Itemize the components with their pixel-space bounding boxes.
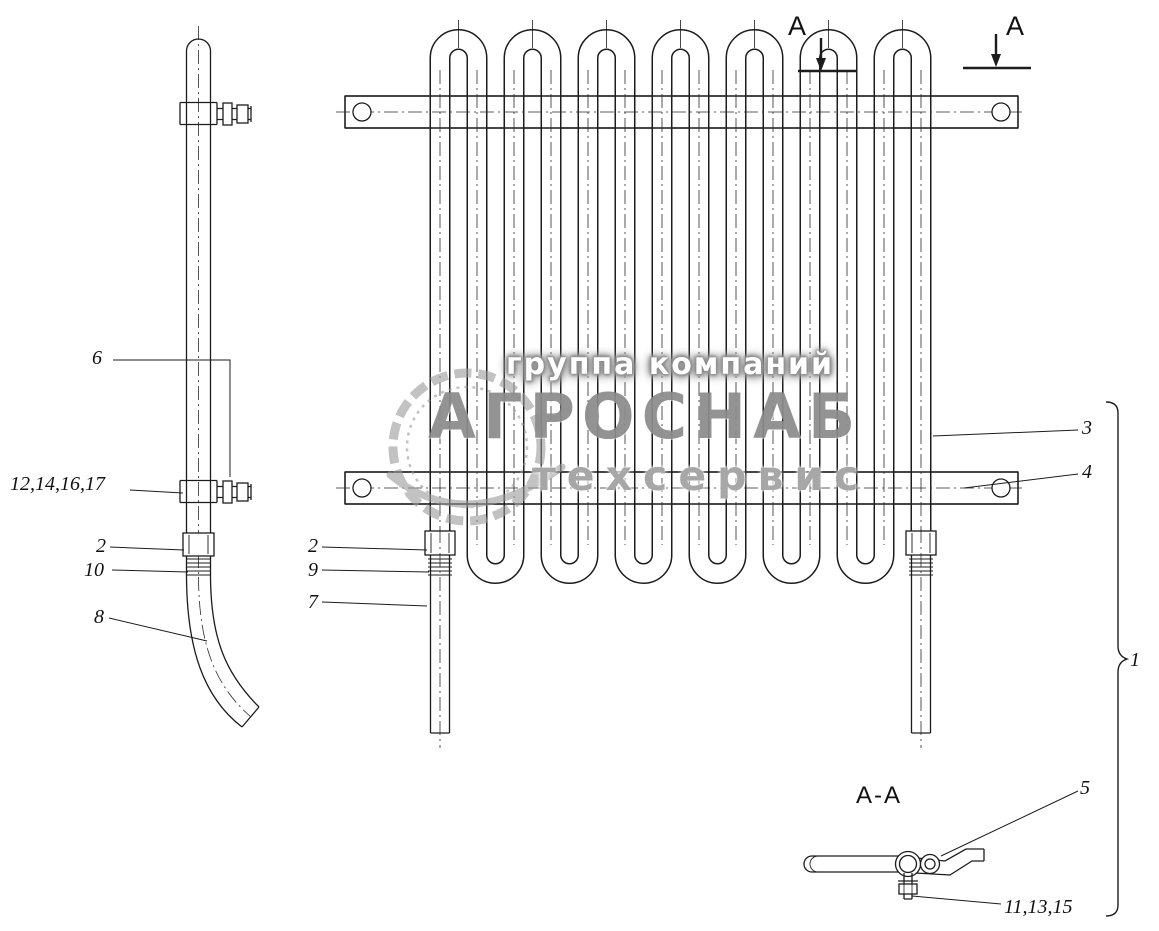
callout-7: 7 <box>308 591 318 613</box>
callout-1: 1 <box>1130 649 1140 671</box>
callout-2-front: 2 <box>308 535 318 557</box>
callout-10: 10 <box>84 559 104 581</box>
callout-4: 4 <box>1082 461 1092 483</box>
section-view-a-a <box>803 848 985 900</box>
callout-8: 8 <box>94 606 104 628</box>
callout-9: 9 <box>308 559 318 581</box>
section-cut-marks <box>798 34 1031 73</box>
callout-5: 5 <box>1080 777 1090 799</box>
callout-3: 3 <box>1082 417 1092 439</box>
callout-11-13-15: 11,13,15 <box>1004 896 1073 918</box>
outlet-pipe-right <box>905 529 937 748</box>
side-view-feed-pipe <box>179 26 260 728</box>
bar-bolt-holes <box>352 102 1011 498</box>
callout-2-side: 2 <box>96 535 106 557</box>
section-letter-left: А <box>788 11 807 41</box>
section-letter-right: А <box>1006 11 1025 41</box>
callout-12-14-16-17: 12,14,16,17 <box>10 473 105 495</box>
outlet-pipe-left <box>424 529 456 748</box>
callout-6: 6 <box>92 347 102 369</box>
section-view-title: А-А <box>856 782 903 809</box>
leader-lines <box>108 359 1079 905</box>
span-brace <box>1105 401 1130 917</box>
arch-apex-ticks <box>458 20 903 48</box>
